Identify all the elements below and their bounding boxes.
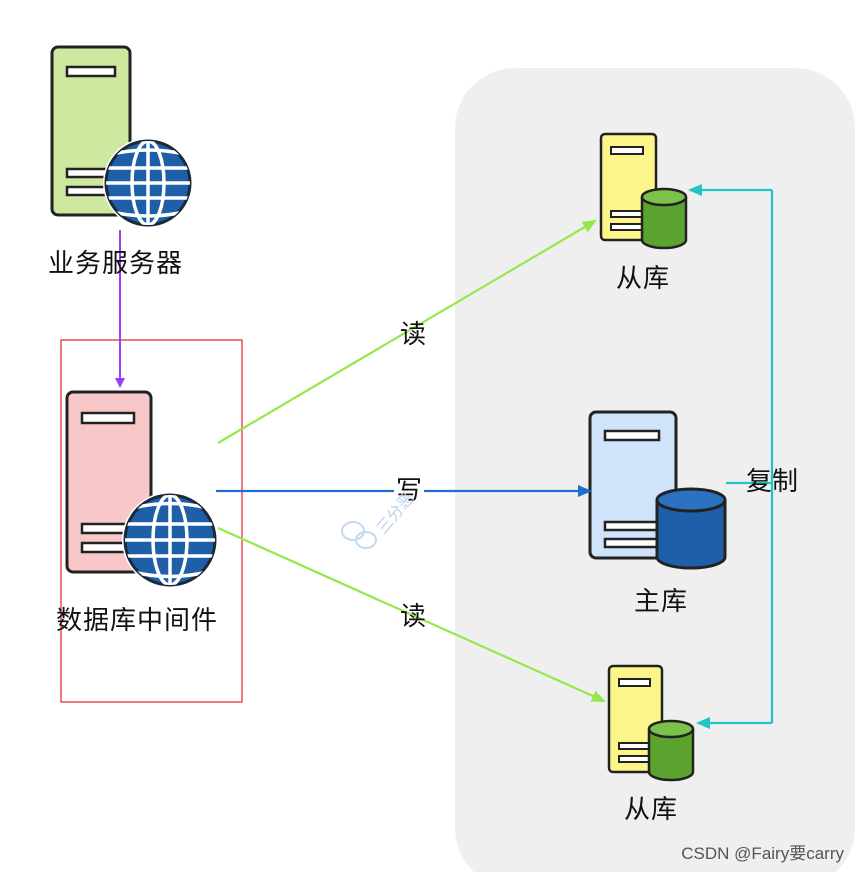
read-top-label: 读 <box>400 320 427 350</box>
slave-top-label: 从库 <box>616 264 671 294</box>
globe-icon <box>122 492 218 588</box>
master-db-node <box>588 410 727 570</box>
globe-icon <box>103 138 193 228</box>
database-icon <box>655 487 727 570</box>
business-server-node <box>50 45 193 228</box>
write-label: 写 <box>394 476 425 506</box>
slave-db-top-node <box>599 132 688 250</box>
replicate-label: 复制 <box>746 467 799 497</box>
selection-box <box>60 339 243 703</box>
middleware-node <box>65 390 218 588</box>
master-label: 主库 <box>634 587 689 617</box>
arrow-read-to-slave-bottom <box>217 526 606 703</box>
slave-bottom-label: 从库 <box>624 795 679 825</box>
middleware-label: 数据库中间件 <box>56 606 219 636</box>
csdn-watermark: CSDN @Fairy要carry <box>681 844 844 863</box>
arrow-read-to-slave-top <box>217 219 597 444</box>
business-server-label: 业务服务器 <box>48 249 184 279</box>
database-icon <box>647 719 695 782</box>
slave-db-bottom-node <box>607 664 695 782</box>
database-icon <box>640 187 688 250</box>
read-bottom-label: 读 <box>400 602 427 632</box>
wechat-watermark-icon <box>341 521 377 549</box>
